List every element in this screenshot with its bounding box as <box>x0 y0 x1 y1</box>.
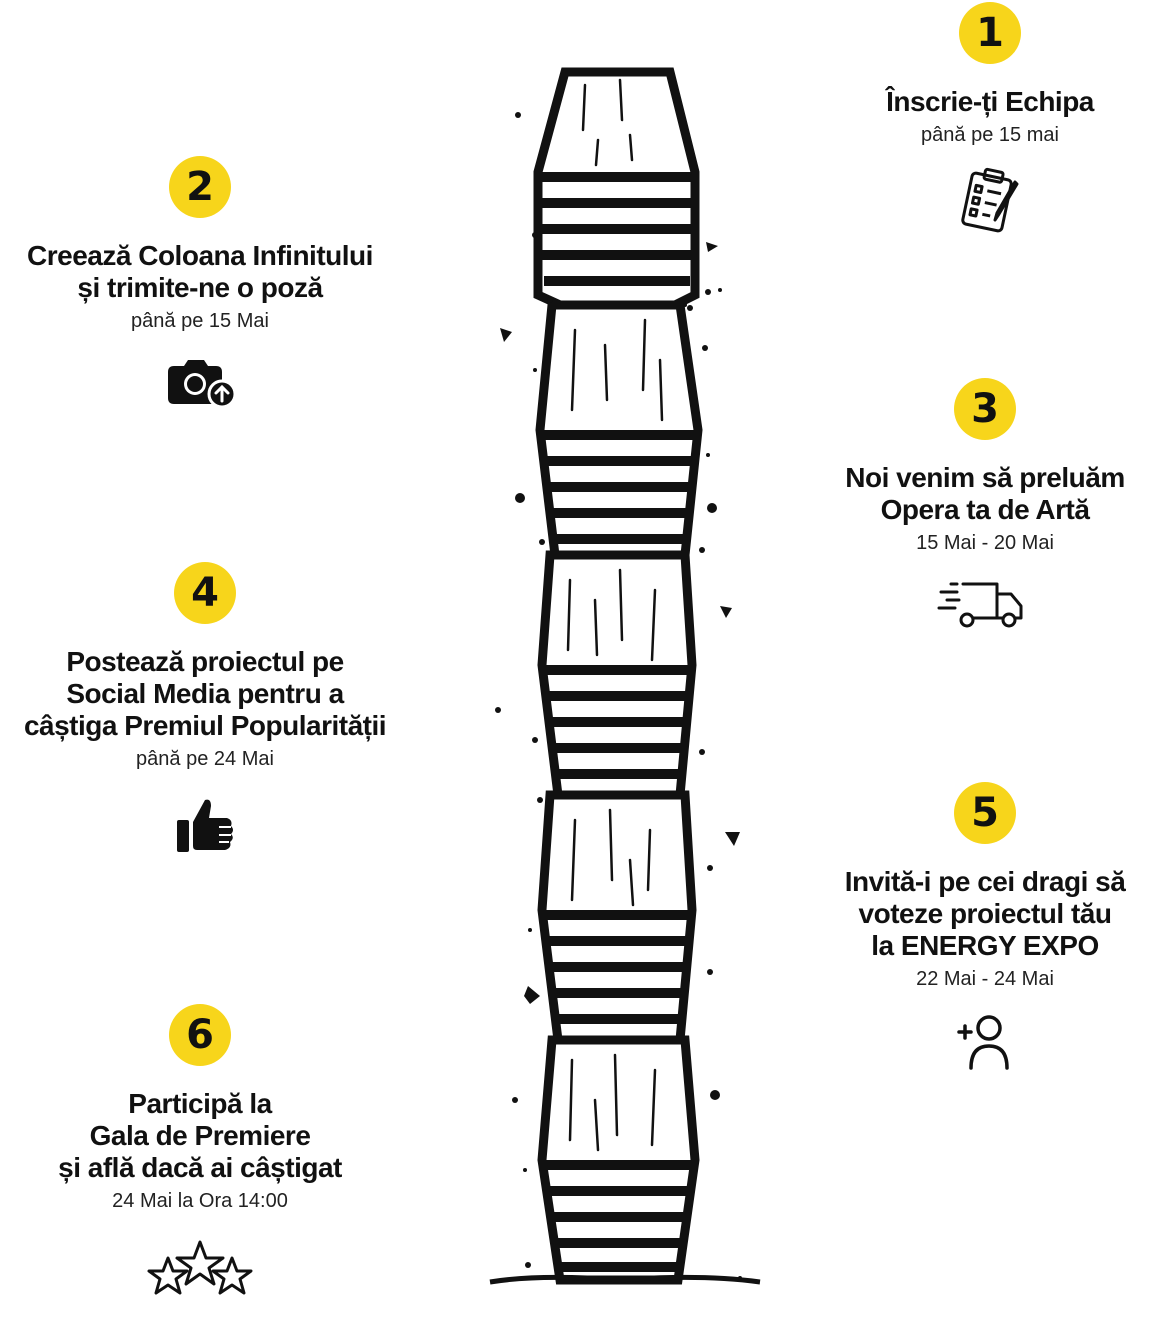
three-stars-icon <box>147 1240 253 1295</box>
delivery-truck-icon <box>937 582 1023 628</box>
camera-upload-icon <box>168 360 237 409</box>
step-6: 6 Participă la Gala de Premiere și află … <box>30 1004 370 1306</box>
step-3-badge: 3 <box>954 378 1016 440</box>
step-5-date: 22 Mai - 24 Mai <box>916 968 1054 990</box>
add-user-icon <box>957 1015 1009 1070</box>
step-2: 2 Creează Coloana Infinitului și trimite… <box>0 156 400 414</box>
checklist-icon <box>961 167 1019 233</box>
step-4: 4 Postează proiectul pe Social Media pen… <box>5 562 405 858</box>
step-1: 1 Înscrie-ți Echipa până pe 15 mai <box>840 2 1140 234</box>
step-4-title: Postează proiectul pe Social Media pentr… <box>23 646 387 741</box>
step-5-badge: 5 <box>954 782 1016 844</box>
step-2-badge: 2 <box>169 156 231 218</box>
step-6-date: 24 Mai la Ora 14:00 <box>112 1190 288 1212</box>
step-5-title: Invită-i pe cei dragi să voteze proiectu… <box>844 866 1126 961</box>
step-3: 3 Noi venim să preluăm Opera ta de Artă … <box>820 378 1150 632</box>
step-4-date: până pe 24 Mai <box>136 748 274 770</box>
step-5: 5 Invită-i pe cei dragi să voteze proiec… <box>820 782 1150 1072</box>
step-2-date: până pe 15 Mai <box>131 310 269 332</box>
step-4-badge: 4 <box>174 562 236 624</box>
step-3-title: Noi venim să preluăm Opera ta de Artă <box>845 462 1125 525</box>
step-3-date: 15 Mai - 20 Mai <box>916 532 1054 554</box>
step-1-title: Înscrie-ți Echipa <box>886 86 1094 117</box>
step-6-badge: 6 <box>169 1004 231 1066</box>
endless-column-illustration <box>489 67 761 1285</box>
step-2-title: Creează Coloana Infinitului și trimite-n… <box>27 240 373 303</box>
step-1-badge: 1 <box>959 2 1021 64</box>
step-1-date: până pe 15 mai <box>921 124 1059 146</box>
step-6-title: Participă la Gala de Premiere și află da… <box>58 1088 342 1183</box>
thumbs-up-icon <box>177 799 233 852</box>
